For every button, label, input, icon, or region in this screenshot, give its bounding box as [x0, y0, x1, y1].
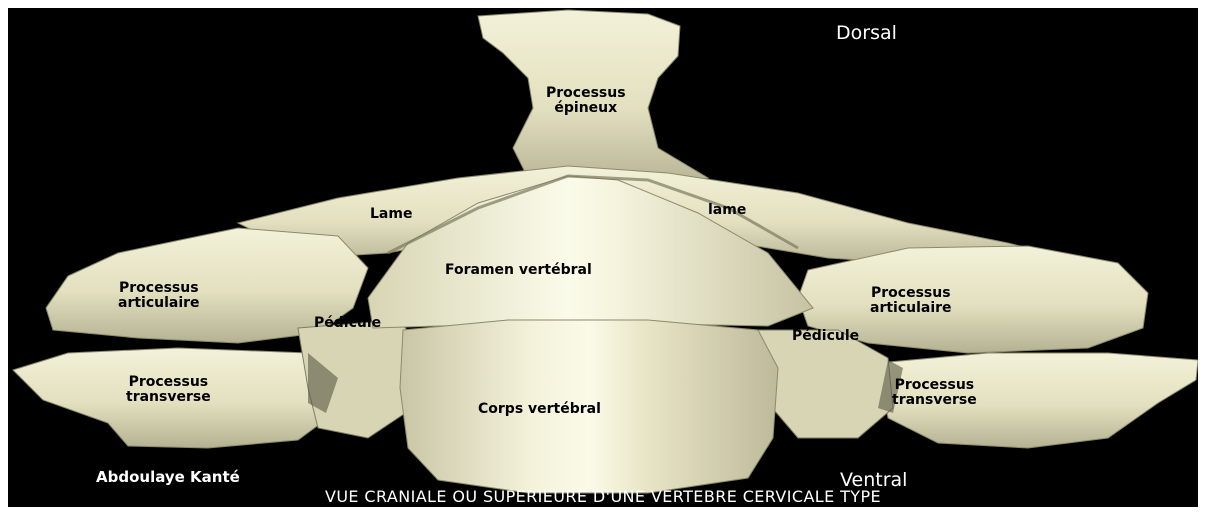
label-lame-left: Lame: [370, 207, 412, 222]
figure-caption: VUE CRANIALE OU SUPERIEURE D'UNE VERTEBR…: [8, 487, 1198, 506]
label-processus-articulaire-left: Processus articulaire: [118, 281, 200, 311]
dorsal-label: Dorsal: [836, 22, 897, 44]
label-foramen-vertebral: Foramen vertébral: [445, 263, 592, 278]
label-processus-transverse-right: Processus transverse: [892, 378, 977, 408]
label-pedicule-left: Pédicule: [314, 316, 381, 331]
author-credit: Abdoulaye Kanté: [96, 468, 240, 486]
label-pedicule-right: Pédicule: [792, 329, 859, 344]
label-processus-epineux: Processus épineux: [546, 86, 626, 116]
vertebra-3d-view: Dorsal Ventral Processus épineux Lame la…: [8, 8, 1198, 507]
label-processus-articulaire-right: Processus articulaire: [870, 286, 952, 316]
label-corps-vertebral: Corps vertébral: [478, 402, 601, 417]
label-processus-transverse-left: Processus transverse: [126, 375, 211, 405]
label-lame-right: lame: [708, 203, 746, 218]
cervical-vertebra-illustration: [8, 8, 1198, 507]
